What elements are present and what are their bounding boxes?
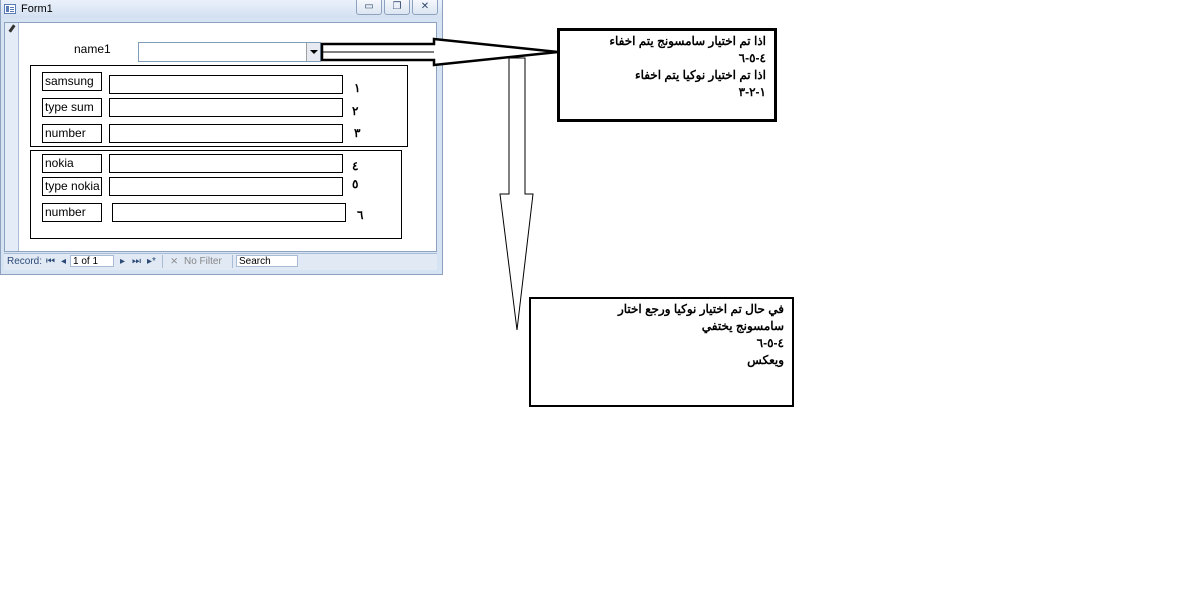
annotation-note-top: اذا تم اختيار سامسونج يتم اخفاء ٤-٥-٦ اذ…: [557, 28, 777, 122]
samsung-textbox[interactable]: [109, 75, 343, 94]
first-record-icon[interactable]: ⏮: [46, 256, 55, 267]
row-number: ٣: [354, 126, 361, 140]
nav-separator: [232, 255, 233, 268]
type-nokia-textbox[interactable]: [109, 177, 343, 196]
row-number: ٢: [352, 104, 359, 118]
record-selector[interactable]: [5, 23, 19, 251]
nokia-textbox[interactable]: [109, 154, 343, 173]
caption-buttons: ▭ ❐ ✕: [354, 0, 438, 15]
row-number: ٦: [357, 208, 364, 222]
restore-button[interactable]: ❐: [384, 0, 410, 15]
note-line: سامسونج يختفي: [701, 319, 784, 333]
note-line: ٤-٥-٦: [756, 336, 784, 350]
row-number: ٥: [352, 177, 359, 191]
samsung-label: samsung: [42, 72, 102, 91]
form-icon: [4, 4, 16, 14]
samsung-group: [30, 65, 408, 147]
samsung-number-textbox[interactable]: [109, 124, 343, 143]
annotation-note-bottom: في حال تم اختيار نوكيا ورجع اختار سامسون…: [529, 297, 794, 407]
nokia-group: [30, 150, 402, 239]
filter-icon[interactable]: ⨯: [170, 256, 179, 267]
minimize-button[interactable]: ▭: [356, 0, 382, 15]
close-button[interactable]: ✕: [412, 0, 438, 15]
chevron-down-icon[interactable]: [306, 43, 320, 61]
note-line: ويعكس: [747, 353, 784, 367]
record-label: Record:: [7, 256, 43, 267]
type-nokia-label: type nokia: [42, 177, 102, 196]
last-record-icon[interactable]: ⏭: [132, 256, 141, 267]
note-line: في حال تم اختيار نوكيا ورجع اختار: [617, 302, 784, 316]
right-arrow-shape: [320, 37, 559, 67]
type-sum-label: type sum: [42, 98, 102, 117]
new-record-icon[interactable]: ▸*: [147, 256, 156, 267]
search-box[interactable]: Search: [236, 255, 298, 267]
next-record-icon[interactable]: ▸: [120, 256, 126, 267]
no-filter-button[interactable]: No Filter: [184, 256, 222, 267]
note-line: اذا تم اختيار نوكيا يتم اخفاء: [634, 68, 766, 82]
record-position-box[interactable]: 1 of 1: [70, 255, 114, 267]
type-sum-textbox[interactable]: [109, 98, 343, 117]
nav-separator: [162, 255, 163, 268]
row-number: ٤: [352, 159, 359, 173]
down-arrow-shape: [499, 57, 534, 331]
nokia-label: nokia: [42, 154, 102, 173]
note-line: ٤-٥-٦: [738, 51, 766, 65]
row-number: ١: [354, 81, 361, 95]
note-line: ١-٢-٣: [738, 85, 766, 99]
window-title: Form1: [21, 3, 53, 15]
record-navigation-bar: Record: ⏮ ◂ 1 of 1 ▸ ⏭ ▸* ⨯ No Filter Se…: [4, 253, 437, 270]
previous-record-icon[interactable]: ◂: [61, 256, 67, 267]
name1-label: name1: [74, 42, 111, 56]
note-line: اذا تم اختيار سامسونج يتم اخفاء: [609, 34, 766, 48]
nokia-number-textbox[interactable]: [112, 203, 346, 222]
number-label: number: [42, 124, 102, 143]
title-bar[interactable]: Form1 ▭ ❐ ✕: [1, 0, 442, 18]
nokia-number-label: number: [42, 203, 102, 222]
name1-combo-box[interactable]: [138, 42, 321, 62]
